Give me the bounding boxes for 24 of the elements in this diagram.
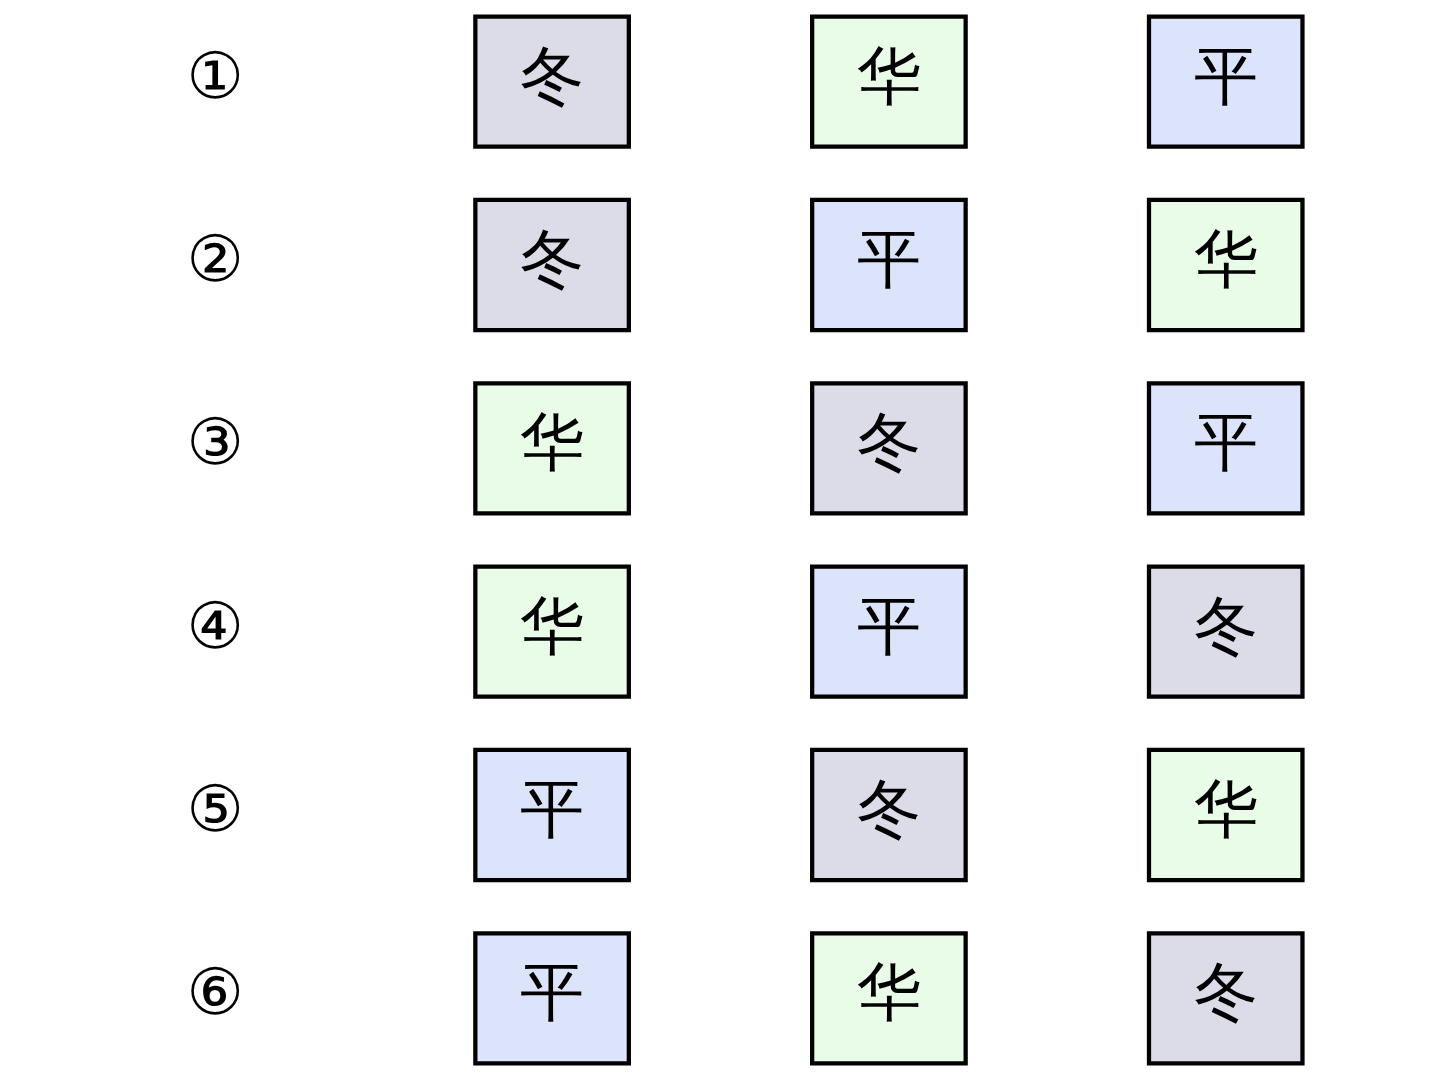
node-box: 华 bbox=[1146, 747, 1305, 883]
label: ② bbox=[186, 221, 244, 296]
node-box: 华 bbox=[809, 14, 968, 149]
label: ④ bbox=[186, 588, 244, 663]
label: ⑥ bbox=[186, 955, 244, 1030]
node-box: 华 bbox=[472, 564, 631, 699]
node-box: 平 bbox=[472, 747, 631, 883]
label: ⑤ bbox=[186, 771, 244, 846]
node-box: 冬 bbox=[472, 14, 631, 149]
node-box: 平 bbox=[809, 197, 968, 333]
node-box: 冬 bbox=[809, 381, 968, 516]
node-box: 平 bbox=[1146, 14, 1305, 149]
node-box: 平 bbox=[472, 931, 631, 1066]
node-box: 平 bbox=[1146, 381, 1305, 516]
label: ③ bbox=[186, 405, 244, 480]
node-box: 冬 bbox=[472, 197, 631, 333]
label: ① bbox=[186, 38, 244, 113]
node-box: 冬 bbox=[1146, 931, 1305, 1066]
node-box: 平 bbox=[809, 564, 968, 699]
node-box: 冬 bbox=[809, 747, 968, 883]
node-box: 华 bbox=[809, 931, 968, 1066]
node-box: 冬 bbox=[1146, 564, 1305, 699]
node-box: 华 bbox=[472, 381, 631, 516]
node-box: 华 bbox=[1146, 197, 1305, 333]
